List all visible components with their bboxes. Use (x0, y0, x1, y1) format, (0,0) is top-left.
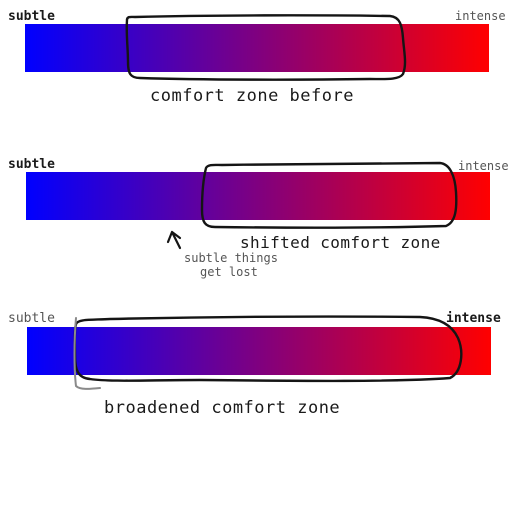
intensity-gradient-bar (27, 327, 491, 375)
panel-before: subtle intense comfort zone before (8, 9, 506, 106)
panel-shifted: subtle intense shifted comfort zone subt… (8, 157, 509, 279)
intense-label: intense (458, 159, 509, 173)
comfort-zone-left-edge (73, 317, 101, 390)
note-get-lost: get lost (200, 265, 258, 279)
intense-label: intense (455, 9, 506, 23)
comfort-zone-outline (73, 315, 463, 383)
caption-broadened-comfort-zone: broadened comfort zone (104, 398, 340, 418)
caption-comfort-zone-before: comfort zone before (150, 86, 354, 106)
panel-broadened: subtle intense broadened comfort zone (8, 311, 501, 418)
intensity-gradient-bar (26, 172, 490, 220)
comfort-zone-outline (125, 14, 407, 81)
intensity-gradient-bar (25, 24, 489, 72)
up-arrow-icon (166, 230, 182, 250)
subtle-label: subtle (8, 311, 55, 326)
note-subtle-things: subtle things (184, 251, 278, 265)
subtle-label: subtle (8, 9, 55, 24)
comfort-zone-outline (200, 161, 458, 229)
intense-label: intense (446, 311, 501, 326)
subtle-label: subtle (8, 157, 55, 172)
caption-shifted-comfort-zone: shifted comfort zone (240, 233, 441, 252)
